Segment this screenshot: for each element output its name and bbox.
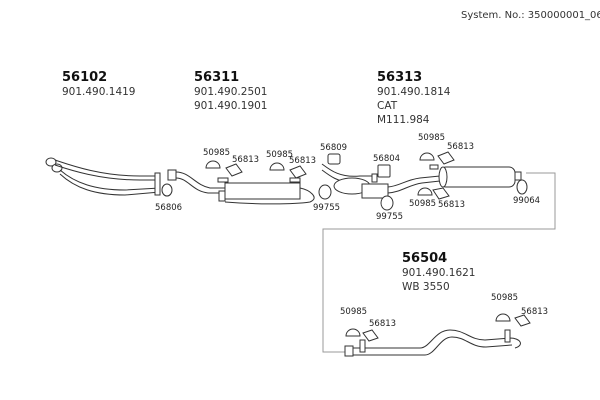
part-label[interactable]: 56813 (521, 307, 549, 317)
rubber-hanger-icon[interactable] (417, 187, 433, 196)
part-label[interactable]: 99064 (513, 196, 541, 206)
part-label[interactable]: 50985 (340, 307, 368, 317)
part-label[interactable]: 50985 (266, 150, 294, 160)
seal-ring-56806[interactable] (161, 183, 173, 197)
flange-gasket-icon[interactable] (327, 153, 341, 165)
tail-pipe-56504[interactable] (344, 329, 521, 357)
part-number: 901.490.1814 (377, 86, 451, 98)
variant-label: CAT (377, 100, 398, 112)
rubber-hanger-icon[interactable] (205, 160, 221, 169)
part-label[interactable]: 56813 (438, 200, 466, 210)
part-label[interactable]: 56813 (447, 142, 475, 152)
connector-line (322, 172, 556, 353)
part-label[interactable]: 99755 (313, 203, 341, 213)
part-label[interactable]: 56809 (320, 143, 348, 153)
pipe-clamp-icon[interactable] (318, 184, 332, 200)
pipe-clamp-icon[interactable] (516, 179, 528, 195)
part-label[interactable]: 50985 (418, 133, 446, 143)
group-number: 56102 (62, 70, 108, 85)
rear-silencer[interactable] (429, 164, 522, 188)
system-number: System. No.: 350000001_06 (461, 10, 600, 21)
flange-gasket-icon[interactable] (377, 164, 391, 178)
bracket-icon[interactable] (432, 187, 450, 200)
part-number: 901.490.1901 (194, 100, 268, 112)
wheelbase-label: WB 3550 (402, 281, 450, 293)
rubber-hanger-icon[interactable] (269, 162, 285, 171)
bracket-icon[interactable] (225, 163, 243, 177)
group-number: 56313 (377, 70, 423, 85)
part-number: 901.490.2501 (194, 86, 268, 98)
part-label[interactable]: 56813 (232, 155, 260, 165)
bracket-icon[interactable] (437, 151, 455, 165)
front-pipe-56102[interactable] (45, 157, 161, 196)
part-label[interactable]: 56806 (155, 203, 183, 213)
rubber-hanger-icon[interactable] (345, 328, 361, 337)
engine-code: M111.984 (377, 114, 430, 126)
part-label[interactable]: 50985 (203, 148, 231, 158)
part-number: 901.490.1621 (402, 267, 476, 279)
part-label[interactable]: 56813 (369, 319, 397, 329)
group-56504[interactable]: 56504 901.490.1621 WB 3550 (402, 251, 475, 294)
part-label[interactable]: 56804 (373, 154, 401, 164)
catalytic-converter-56313[interactable] (321, 163, 441, 199)
part-label[interactable]: 50985 (491, 293, 519, 303)
part-number: 901.490.1419 (62, 86, 136, 98)
group-56102[interactable]: 56102 901.490.1419 (62, 70, 135, 99)
group-56313[interactable]: 56313 901.490.1814 CAT M111.984 (377, 70, 450, 127)
part-label[interactable]: 50985 (409, 199, 437, 209)
bracket-icon[interactable] (289, 165, 307, 179)
part-label[interactable]: 99755 (376, 212, 404, 222)
rubber-hanger-icon[interactable] (495, 313, 511, 322)
group-56311[interactable]: 56311 901.490.2501 901.490.1901 (194, 70, 267, 113)
pipe-clamp-icon[interactable] (380, 195, 394, 211)
bracket-icon[interactable] (362, 329, 379, 342)
bracket-icon[interactable] (514, 314, 531, 327)
middle-silencer-56311[interactable] (167, 169, 315, 205)
group-number: 56504 (402, 251, 448, 266)
group-number: 56311 (194, 70, 240, 85)
part-label[interactable]: 56813 (289, 156, 317, 166)
rubber-hanger-icon[interactable] (419, 152, 435, 161)
